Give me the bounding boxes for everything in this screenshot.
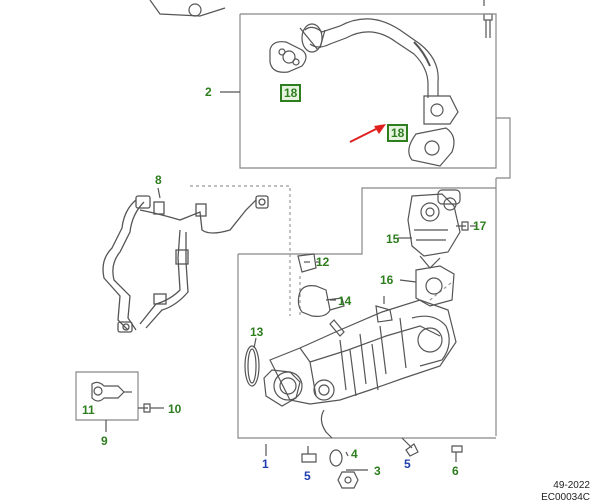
leader-16b: [399, 279, 417, 283]
callout-1: 1: [262, 457, 269, 471]
bolt-5-right: [401, 437, 419, 457]
gasket-16: [415, 265, 455, 307]
leader-13: [253, 337, 257, 349]
callout-14: 14: [338, 294, 352, 308]
callout-10: 10: [168, 402, 182, 416]
leader-4: [345, 451, 349, 457]
bolt-10: [138, 403, 151, 413]
gasket-left: [269, 41, 307, 73]
footer-code: EC00034C: [541, 492, 590, 503]
callout-2: 2: [205, 85, 212, 99]
wiring-harness: [102, 195, 269, 333]
callout-18-left: 18: [280, 84, 302, 102]
callout-4: 4: [351, 447, 358, 461]
partial-part-top: [149, 0, 226, 17]
callout-6: 6: [452, 464, 459, 478]
leader-8: [157, 187, 161, 199]
clamp-4: [320, 409, 343, 467]
leader-harness: [190, 185, 291, 316]
callout-18-right: 18: [387, 124, 409, 142]
callout-5-left: 5: [304, 469, 311, 483]
main-frame: [237, 254, 496, 439]
connector-line-right: [496, 117, 511, 179]
callout-11: 11: [82, 403, 95, 417]
footer-date: 49-2022: [553, 480, 590, 491]
nut-3: [337, 471, 359, 489]
sensor-12: [297, 253, 317, 273]
o-ring-13: [244, 345, 260, 387]
bolt-5-left: [301, 446, 317, 463]
callout-9: 9: [101, 434, 108, 448]
callout-12: 12: [316, 255, 330, 269]
callout-5-right: 5: [404, 457, 411, 471]
gasket-right: [408, 127, 455, 167]
callout-17: 17: [473, 219, 487, 233]
egr-cooler: [263, 296, 457, 407]
clip-11: [91, 381, 132, 402]
callout-3: 3: [374, 464, 381, 478]
callout-16: 16: [380, 273, 394, 287]
callout-13: 13: [250, 325, 264, 339]
egr-valve: [407, 189, 461, 269]
pipe-group-frame: [239, 13, 497, 169]
bolt-6: [451, 445, 463, 462]
main-frame-top: [238, 187, 496, 255]
leader-16: [429, 281, 453, 301]
clip-group-frame: [75, 371, 139, 421]
callout-8: 8: [155, 173, 162, 187]
pointer-arrow: [349, 124, 386, 143]
partial-flange-top: [188, 3, 202, 17]
callout-15: 15: [386, 232, 400, 246]
actuator-14: [297, 285, 345, 337]
bolt-top-right: [483, 13, 493, 38]
egr-pipe: [299, 18, 459, 125]
bolt-17: [456, 221, 469, 231]
